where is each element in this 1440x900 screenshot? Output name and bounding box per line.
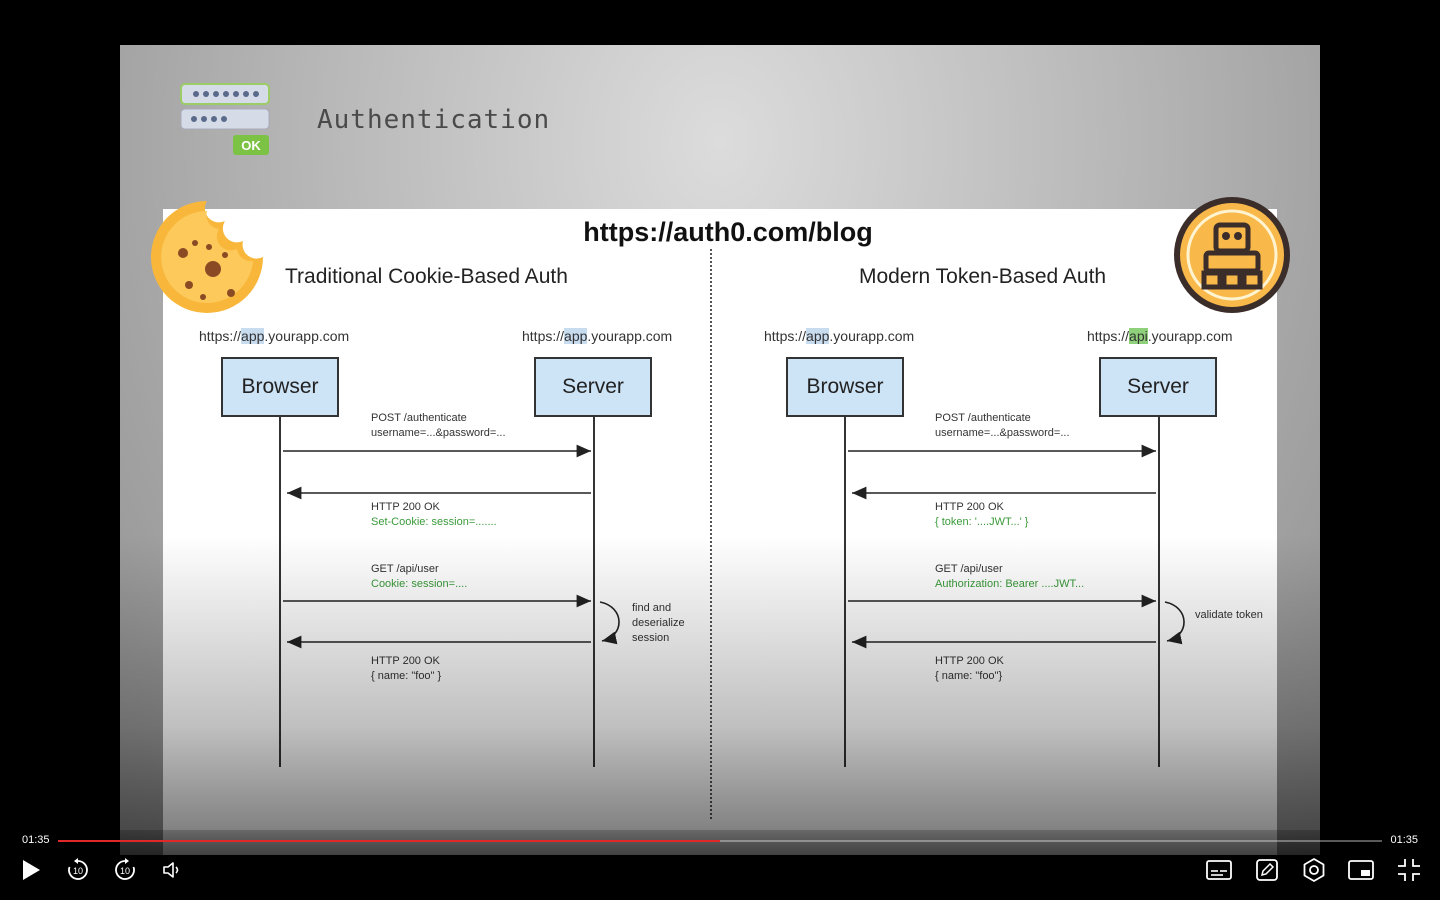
left-browser-box: Browser [221, 357, 339, 417]
edit-button[interactable] [1252, 855, 1282, 885]
forward-seconds: 10 [120, 866, 130, 876]
right-msg-token: HTTP 200 OK{ token: '....JWT...' } [935, 501, 1029, 528]
token-auth-title: Modern Token-Based Auth [859, 265, 1107, 288]
volume-button[interactable] [157, 855, 187, 885]
left-client-host: https://app.yourapp.com [199, 328, 350, 344]
progress-fill [58, 840, 720, 842]
rewind-10-button[interactable]: 10 [63, 855, 93, 885]
left-arrow-self [599, 601, 620, 645]
cookie-auth-title: Traditional Cookie-Based Auth [285, 265, 568, 288]
play-button[interactable] [16, 855, 46, 885]
rewind-seconds: 10 [73, 866, 83, 876]
cookie-icon [151, 201, 263, 313]
exit-fullscreen-button[interactable] [1394, 855, 1424, 885]
right-server-host: https://api.yourapp.com [1087, 328, 1233, 344]
settings-icon [1303, 858, 1325, 882]
ok-label: OK [241, 138, 261, 153]
right-server-box: Server [1099, 357, 1217, 417]
rewind-10-icon: 10 [68, 858, 88, 880]
token-robot-icon [1174, 197, 1290, 313]
right-browser-box: Browser [786, 357, 904, 417]
progress-bar[interactable] [58, 840, 1382, 842]
right-client-host: https://app.yourapp.com [764, 328, 915, 344]
left-server-box: Server [534, 357, 652, 417]
duration: 01:35 [1390, 834, 1418, 846]
diagram-source-url: https://auth0.com/blog [583, 217, 873, 247]
diagram-divider [710, 249, 712, 819]
exit-fullscreen-icon [1398, 859, 1420, 881]
slide-title: Authentication [317, 105, 551, 135]
picture-in-picture-icon [1348, 860, 1374, 880]
left-server-host: https://app.yourapp.com [522, 328, 673, 344]
picture-in-picture-button[interactable] [1346, 855, 1376, 885]
captions-icon [1206, 860, 1232, 880]
current-time: 01:35 [22, 834, 50, 846]
forward-10-icon: 10 [115, 858, 135, 880]
volume-icon [163, 862, 179, 878]
play-icon [23, 860, 40, 880]
right-arrow-self [1164, 601, 1185, 645]
auth-diagram: https://auth0.com/blog Traditional Cooki… [163, 209, 1277, 855]
captions-button[interactable] [1204, 855, 1234, 885]
edit-icon [1256, 859, 1278, 881]
password-ok-icon: OK [180, 83, 270, 155]
video-slide: OK Authentication https://auth0.com/blog… [120, 45, 1320, 855]
forward-10-button[interactable]: 10 [110, 855, 140, 885]
settings-button[interactable] [1299, 855, 1329, 885]
sequence-arrows [283, 444, 1185, 649]
